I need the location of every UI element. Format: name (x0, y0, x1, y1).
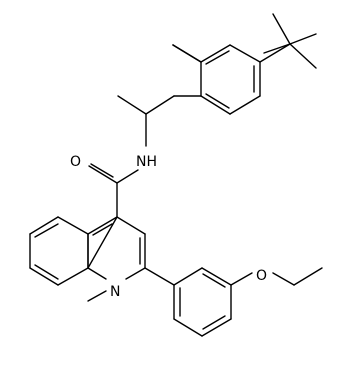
phenyl-ring-top (200, 44, 261, 115)
ethoxyphenyl-ring (144, 267, 232, 337)
ethoxy-group (230, 267, 323, 286)
quinoline-pyridine-ring (87, 216, 146, 302)
quinoline-nitrogen-label: N (110, 284, 120, 300)
quinoline-benzo-ring (29, 216, 107, 286)
amide-nitrogen-label: NH (136, 154, 157, 170)
ether-oxygen-label: O (256, 268, 267, 284)
carbonyl-oxygen-label: O (70, 154, 81, 170)
ethyl-linker (172, 44, 202, 63)
tert-butyl-group (259, 13, 317, 69)
side-chain (117, 95, 202, 147)
amide-group (88, 163, 139, 218)
